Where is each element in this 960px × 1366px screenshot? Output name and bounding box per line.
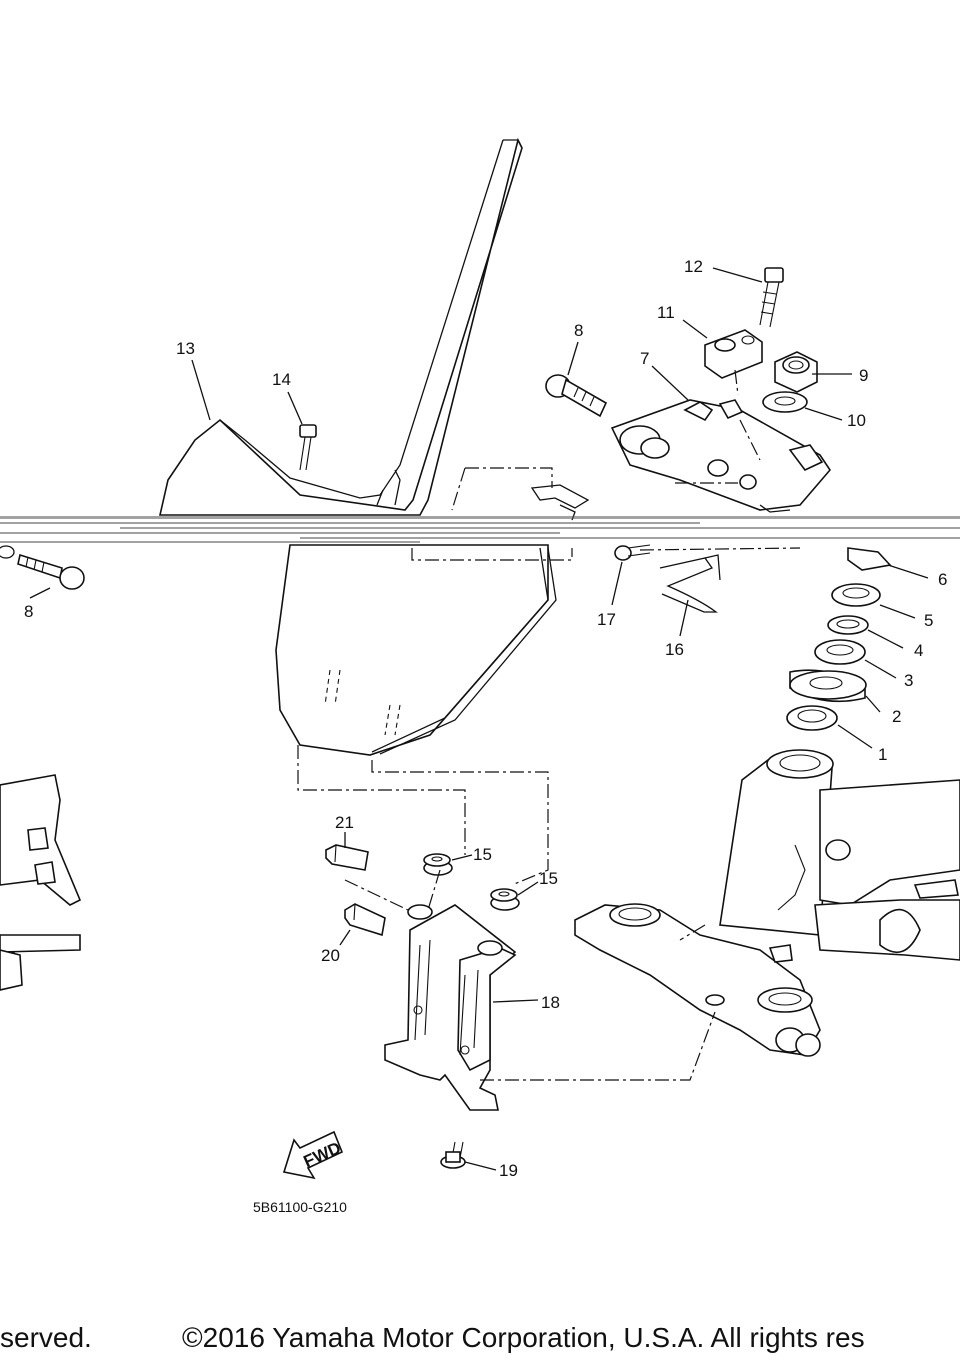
bolt-14 — [299, 424, 317, 471]
callout-5: 5 — [924, 611, 933, 630]
bolt-12 — [759, 267, 784, 328]
callout-21: 21 — [335, 813, 354, 832]
bolt-8-left — [0, 545, 85, 590]
bolt-8-upper — [545, 374, 608, 418]
callout-11: 11 — [657, 303, 675, 322]
damper-21 — [325, 844, 369, 871]
leader-lines — [29, 267, 929, 1171]
callout-9: 9 — [859, 366, 868, 385]
scan-artifact-band — [0, 516, 960, 543]
callout-10: 10 — [847, 411, 866, 430]
damper-20 — [344, 903, 386, 937]
callout-17: 17 — [597, 610, 616, 629]
footer-copyright: ©2016 Yamaha Motor Corporation, U.S.A. A… — [182, 1322, 865, 1353]
lower-bracket — [574, 903, 821, 1057]
callout-15b: 15 — [539, 869, 558, 888]
grommet-15a — [423, 853, 453, 876]
callout-8-left: 8 — [24, 602, 33, 621]
stay-18 — [384, 904, 517, 1111]
nut-9 — [774, 351, 818, 393]
grommet-15b — [490, 888, 520, 911]
pin-17 — [614, 544, 651, 561]
callout-6: 6 — [938, 570, 947, 589]
windshield-clip — [530, 484, 590, 521]
fwd-arrow-icon: FWD — [282, 1130, 344, 1180]
callout-18: 18 — [541, 993, 560, 1012]
callout-3: 3 — [904, 671, 913, 690]
callout-13: 13 — [176, 339, 195, 358]
washer-10 — [762, 391, 808, 413]
frame-head-tube — [719, 749, 960, 961]
callout-7: 7 — [640, 349, 649, 368]
left-frame-fragment — [0, 774, 82, 991]
windshield-part — [158, 137, 557, 756]
callout-19: 19 — [499, 1161, 518, 1180]
reference-lines — [297, 369, 801, 1081]
callout-1: 1 — [878, 745, 887, 764]
steering-stack — [786, 547, 892, 731]
callout-8-upper: 8 — [574, 321, 583, 340]
callout-15a: 15 — [473, 845, 492, 864]
callout-20: 20 — [321, 946, 340, 965]
callout-labels: 1 2 3 4 5 6 7 8 8 9 10 11 12 13 14 15 15… — [24, 257, 947, 1180]
callout-4: 4 — [914, 641, 923, 660]
bolt-19 — [440, 1141, 466, 1169]
bracket-7 — [610, 399, 832, 513]
holder-cap-11 — [704, 329, 763, 379]
drawing-code: 5B61100-G210 — [253, 1199, 347, 1215]
callout-14: 14 — [272, 370, 291, 389]
callout-16: 16 — [665, 640, 684, 659]
footer-copyright-fragment: served. — [0, 1322, 92, 1353]
clip-16 — [659, 554, 721, 613]
callout-2: 2 — [892, 707, 901, 726]
callout-12: 12 — [684, 257, 703, 276]
